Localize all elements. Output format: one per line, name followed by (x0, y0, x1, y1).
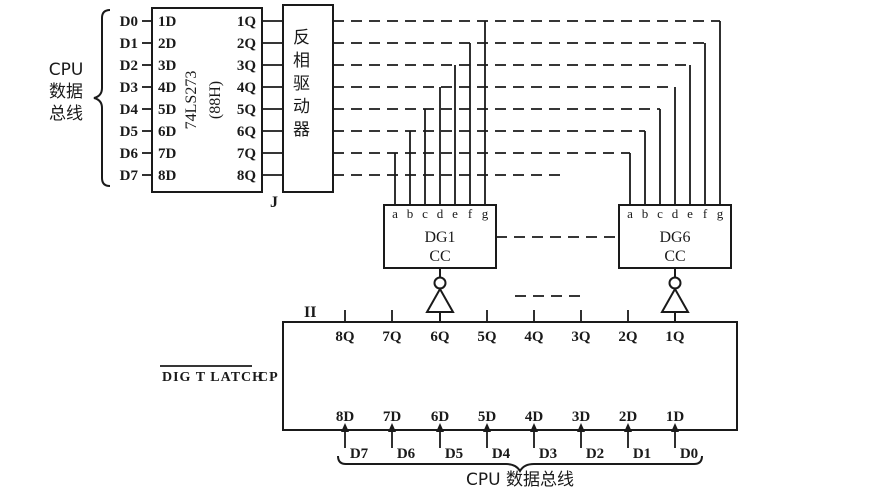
signal-d0: D0 (120, 14, 138, 30)
signal-d2: D2 (120, 58, 138, 74)
dg6-pin-b: b (642, 206, 649, 221)
dg1-pin-a: a (392, 206, 398, 221)
inverting-driver-label: 反相驱动器 (289, 28, 310, 143)
latch-pin-6d: 6D (158, 124, 177, 140)
latch-pin-4d: 4D (158, 80, 177, 96)
dg6-pin-f: f (703, 206, 708, 221)
dg1-pin-d: d (437, 206, 444, 221)
inverting-driver-block (282, 4, 334, 193)
signal-d1: D1 (120, 36, 138, 52)
cpu-bus-left-label-1: CPU (49, 60, 84, 80)
74ls273-block (151, 7, 263, 193)
digit-latch-in-6d: 6D (431, 409, 450, 425)
digit-latch-in-2d: 2D (619, 409, 638, 425)
digit-latch-out-5q: 5Q (477, 329, 497, 345)
digit-latch-out-7q: 7Q (382, 329, 402, 345)
digit-latch-in-4d: 4D (525, 409, 544, 425)
bus-signal-d0: D0 (680, 446, 698, 462)
signal-d5: D5 (120, 124, 138, 140)
dg1-name: DG1 (424, 229, 455, 246)
digit-latch-in-7d: 7D (383, 409, 402, 425)
digit-latch-label: DIG T LATCH (162, 370, 264, 385)
inverter-triangle-icon (425, 286, 455, 313)
digit-latch-out-2q: 2Q (618, 329, 638, 345)
dg1-common-cathode: CC (429, 248, 450, 265)
bus-signal-d1: D1 (633, 446, 651, 462)
signal-d7: D7 (120, 168, 139, 184)
digit-latch-out-3q: 3Q (571, 329, 591, 345)
dg6-pin-g: g (717, 206, 724, 221)
dg1-pin-c: c (422, 206, 428, 221)
dg6-pin-c: c (657, 206, 663, 221)
cpu-bus-bottom-brace (337, 455, 703, 474)
section-label-bottom: II (304, 304, 316, 321)
digit-latch-in-8d: 8D (336, 409, 355, 425)
latch-pin-2q: 2Q (237, 36, 257, 52)
latch-pin-6q: 6Q (237, 124, 257, 140)
cpu-bus-left-brace (93, 9, 111, 187)
dg1-digit-driver-inverter (425, 268, 455, 322)
dg6-common-cathode: CC (664, 248, 685, 265)
input-output-wires (142, 20, 283, 176)
dg6-pin-e: e (687, 206, 693, 221)
latch-pin-2d: 2D (158, 36, 177, 52)
dg6-pin-a: a (627, 206, 633, 221)
signal-d3: D3 (120, 80, 138, 96)
bus-signal-d2: D2 (586, 446, 604, 462)
digit-latch-out-1q: 1Q (665, 329, 685, 345)
inverter-bubble-icon (668, 276, 682, 290)
latch-pin-5q: 5Q (237, 102, 257, 118)
digit-latch-block (282, 321, 738, 431)
digit-latch-cp-pin: CP (258, 370, 279, 385)
digit-latch-in-3d: 3D (572, 409, 591, 425)
segment-bus-dashed-lines (333, 20, 720, 297)
signal-d4: D4 (120, 102, 139, 118)
dg1-pin-b: b (407, 206, 414, 221)
inverter-triangle-icon (660, 286, 690, 313)
latch-pin-8d: 8D (158, 168, 177, 184)
cpu-bus-left-label-3: 总线 (49, 104, 83, 124)
74ls273-part-number: 74LS273 (183, 71, 200, 130)
cpu-bus-bottom-label: CPU 数据总线 (466, 470, 574, 490)
digit-latch-in-1d: 1D (666, 409, 685, 425)
latch-pin-1d: 1D (158, 14, 177, 30)
digit-latch-in-5d: 5D (478, 409, 497, 425)
signal-d6: D6 (120, 146, 139, 162)
latch-input-wires (344, 430, 676, 448)
bus-signal-d7: D7 (350, 446, 369, 462)
bus-signal-d4: D4 (492, 446, 511, 462)
dg1-pin-g: g (482, 206, 489, 221)
latch-pin-3q: 3Q (237, 58, 257, 74)
cpu-bus-left-label-2: 数据 (49, 82, 83, 102)
section-label-top: J (270, 194, 278, 211)
dg6-pin-d: d (672, 206, 679, 221)
segment-pin-drop-wires (394, 21, 721, 205)
latch-pin-7q: 7Q (237, 146, 257, 162)
dg6-name: DG6 (659, 229, 690, 246)
74ls273-port-address: (88H) (207, 81, 224, 119)
dg1-pin-f: f (468, 206, 473, 221)
bus-signal-d6: D6 (397, 446, 416, 462)
digit-latch-out-6q: 6Q (430, 329, 450, 345)
digit-latch-out-8q: 8Q (335, 329, 355, 345)
bus-signal-d3: D3 (539, 446, 557, 462)
digit-latch-out-4q: 4Q (524, 329, 544, 345)
latch-pin-5d: 5D (158, 102, 177, 118)
dg1-pin-e: e (452, 206, 458, 221)
latch-pin-1q: 1Q (237, 14, 257, 30)
dg6-digit-driver-inverter (660, 268, 690, 322)
bus-signal-d5: D5 (445, 446, 463, 462)
latch-output-stub-wires (344, 310, 629, 322)
latch-pin-7d: 7D (158, 146, 177, 162)
latch-pin-8q: 8Q (237, 168, 257, 184)
latch-pin-3d: 3D (158, 58, 177, 74)
latch-pin-4q: 4Q (237, 80, 257, 96)
latch-input-arrowheads (341, 423, 679, 432)
inverter-bubble-icon (433, 276, 447, 290)
